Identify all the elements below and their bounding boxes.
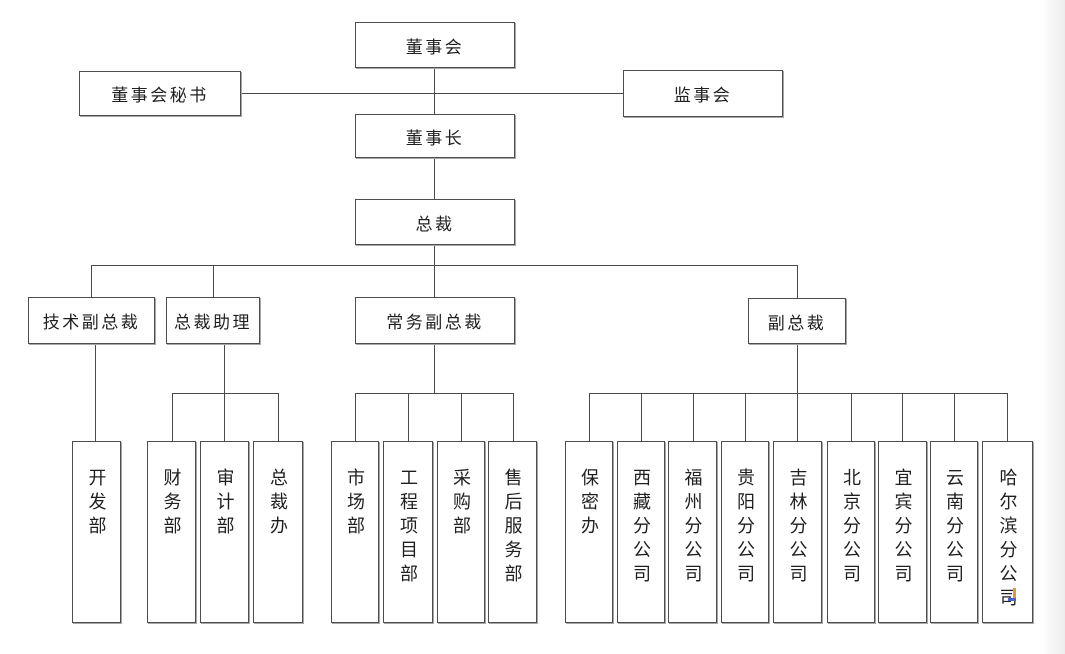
connector-vp-to-jilin [797, 344, 798, 441]
connector-secretary-supervisory [241, 93, 623, 94]
connector-assistant-branch-bar [172, 393, 279, 394]
connector-drop-yunnan [954, 393, 955, 441]
org-node-procurement-dept: 采购部 [437, 441, 485, 623]
connector-vp-branch-bar [589, 393, 1007, 394]
connector-drop-engineering [408, 393, 409, 441]
org-node-tech-vp: 技术副总裁 [28, 297, 155, 344]
org-node-president-assistant: 总裁助理 [166, 297, 260, 344]
connector-drop-tech-vp [91, 265, 92, 297]
org-node-engineering-project-dept: 工程项目部 [383, 441, 433, 623]
org-node-fuzhou-branch: 福州分公司 [668, 441, 717, 623]
connector-executive-vp-stem [434, 344, 435, 393]
connector-drop-yibin [902, 393, 903, 441]
connector-executive-branch-bar [355, 393, 514, 394]
connector-drop-tibet [641, 393, 642, 441]
connector-drop-fuzhou [693, 393, 694, 441]
connector-drop-vp [797, 265, 798, 298]
org-node-after-sales-service-dept: 售后服务部 [488, 441, 537, 623]
org-node-dev-dept: 开发部 [72, 441, 121, 623]
connector-drop-procurement [461, 393, 462, 441]
anchor-mark-vertical-bar [1013, 588, 1016, 598]
org-node-executive-vp: 常务副总裁 [355, 297, 515, 344]
org-node-confidentiality-office: 保密办 [565, 441, 613, 623]
org-node-board-secretary: 董事会秘书 [79, 71, 241, 116]
org-node-yunnan-branch: 云南分公司 [930, 441, 978, 623]
org-node-guiyang-branch: 贵阳分公司 [721, 441, 769, 623]
connector-drop-guiyang [745, 393, 746, 441]
connector-drop-president-assistant [213, 265, 214, 297]
text-anchor-mark [1008, 588, 1018, 601]
org-node-president-office: 总裁办 [253, 441, 303, 623]
org-node-tibet-branch: 西藏分公司 [617, 441, 665, 623]
connector-drop-marketing [355, 393, 356, 441]
connector-board-to-chairman [434, 68, 435, 114]
connector-drop-beijing [851, 393, 852, 441]
connector-president-branch-bar [91, 265, 798, 266]
connector-president-drop [434, 245, 435, 266]
connector-drop-executive-vp [434, 265, 435, 297]
org-node-supervisory-board: 监事会 [623, 70, 783, 117]
page-edge-shading [1042, 0, 1065, 654]
connector-drop-confidentiality [589, 393, 590, 441]
org-node-chairman: 董事长 [355, 114, 515, 158]
org-node-yibin-branch: 宜宾分公司 [878, 441, 927, 623]
connector-drop-president-office [278, 393, 279, 441]
connector-techvp-to-dev [95, 344, 96, 441]
org-node-vp: 副总裁 [748, 298, 846, 344]
org-node-marketing-dept: 市场部 [331, 441, 379, 623]
org-node-beijing-branch: 北京分公司 [827, 441, 875, 623]
connector-drop-after-sales [513, 393, 514, 441]
connector-drop-finance [172, 393, 173, 441]
org-node-president: 总裁 [355, 199, 515, 245]
connector-assistant-to-audit [224, 344, 225, 441]
org-node-jilin-branch: 吉林分公司 [773, 441, 822, 623]
org-node-finance-dept: 财务部 [147, 441, 196, 623]
connector-chairman-to-president [434, 158, 435, 199]
connector-drop-harbin [1007, 393, 1008, 441]
org-node-board: 董事会 [355, 22, 515, 68]
org-node-harbin-branch: 哈尔滨分公司 [982, 441, 1033, 623]
anchor-mark-horizontal-bar [1008, 598, 1016, 601]
org-node-audit-dept: 审计部 [200, 441, 249, 623]
